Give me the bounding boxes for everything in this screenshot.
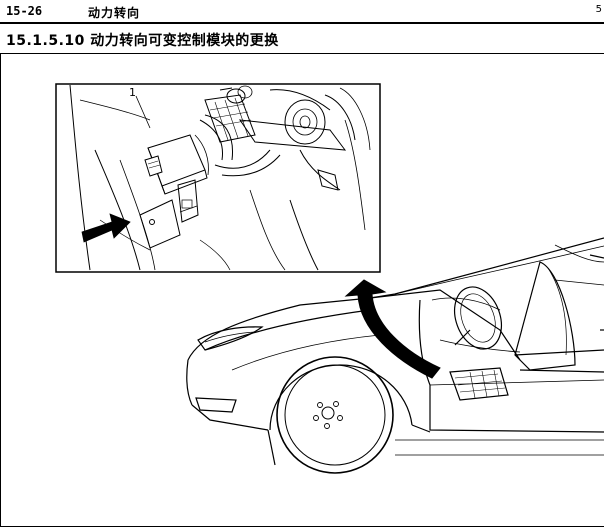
page-edge-mark: 5	[595, 4, 602, 15]
wheel	[276, 356, 394, 474]
page-number: 15-26	[6, 4, 43, 18]
callout-1: 1	[129, 86, 136, 99]
page-header: 15-26 动力转向 5	[0, 0, 604, 26]
section-title: 15.1.5.10 动力转向可变控制模块的更换	[6, 33, 279, 49]
detail-inset	[55, 83, 381, 273]
header-rule	[0, 22, 604, 24]
inset-arrow	[81, 213, 131, 243]
inset-drawing	[69, 84, 371, 271]
car-drawing	[186, 237, 604, 466]
chapter-title: 动力转向	[88, 6, 141, 20]
location-arrow	[344, 279, 441, 379]
